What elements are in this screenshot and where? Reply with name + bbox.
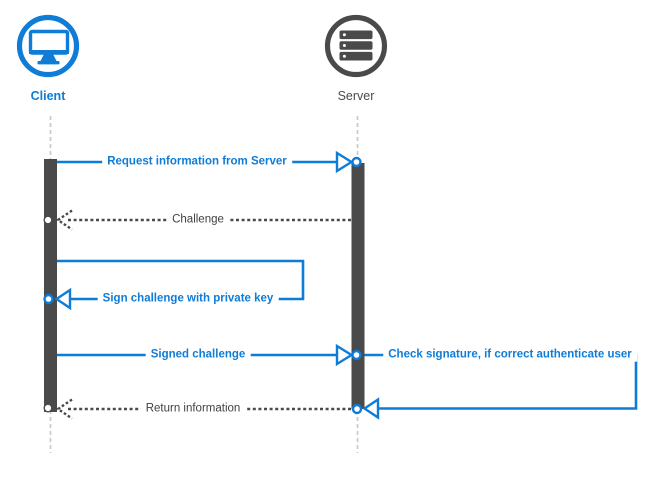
open-arrowhead-left-icon xyxy=(362,397,380,420)
client-icon xyxy=(16,14,80,78)
dashed-arrowhead-left-icon xyxy=(55,398,73,420)
message-label-sign-challenge: Sign challenge with private key xyxy=(97,292,279,306)
open-arrowhead-right-icon xyxy=(335,343,354,367)
monitor-icon xyxy=(28,29,70,65)
open-arrowhead-right-icon xyxy=(335,150,354,174)
server-icon xyxy=(324,14,388,78)
endpoint-circle-icon xyxy=(43,293,54,305)
message-label-signed-challenge: Signed challenge xyxy=(145,348,251,362)
endpoint-circle-icon xyxy=(351,349,362,361)
endpoint-circle-icon xyxy=(43,403,53,413)
message-label-request-information: Request information from Server xyxy=(102,155,292,169)
message-label-check-signature: Check signature, if correct authenticate… xyxy=(383,348,637,362)
open-arrowhead-left-icon xyxy=(54,287,72,311)
client-activation-bar xyxy=(44,159,57,412)
endpoint-circle-icon xyxy=(351,403,363,415)
message-label-challenge: Challenge xyxy=(167,213,229,227)
dashed-arrowhead-left-icon xyxy=(55,209,73,231)
server-stack-icon xyxy=(339,30,373,61)
message-check-signature-self-loop xyxy=(351,353,638,420)
actor-label-client: Client xyxy=(25,89,71,104)
endpoint-circle-icon xyxy=(43,215,53,225)
endpoint-circle-icon xyxy=(351,156,362,168)
actor-label-server: Server xyxy=(332,89,380,104)
server-activation-bar xyxy=(351,163,365,409)
message-label-return-information: Return information xyxy=(140,402,246,416)
